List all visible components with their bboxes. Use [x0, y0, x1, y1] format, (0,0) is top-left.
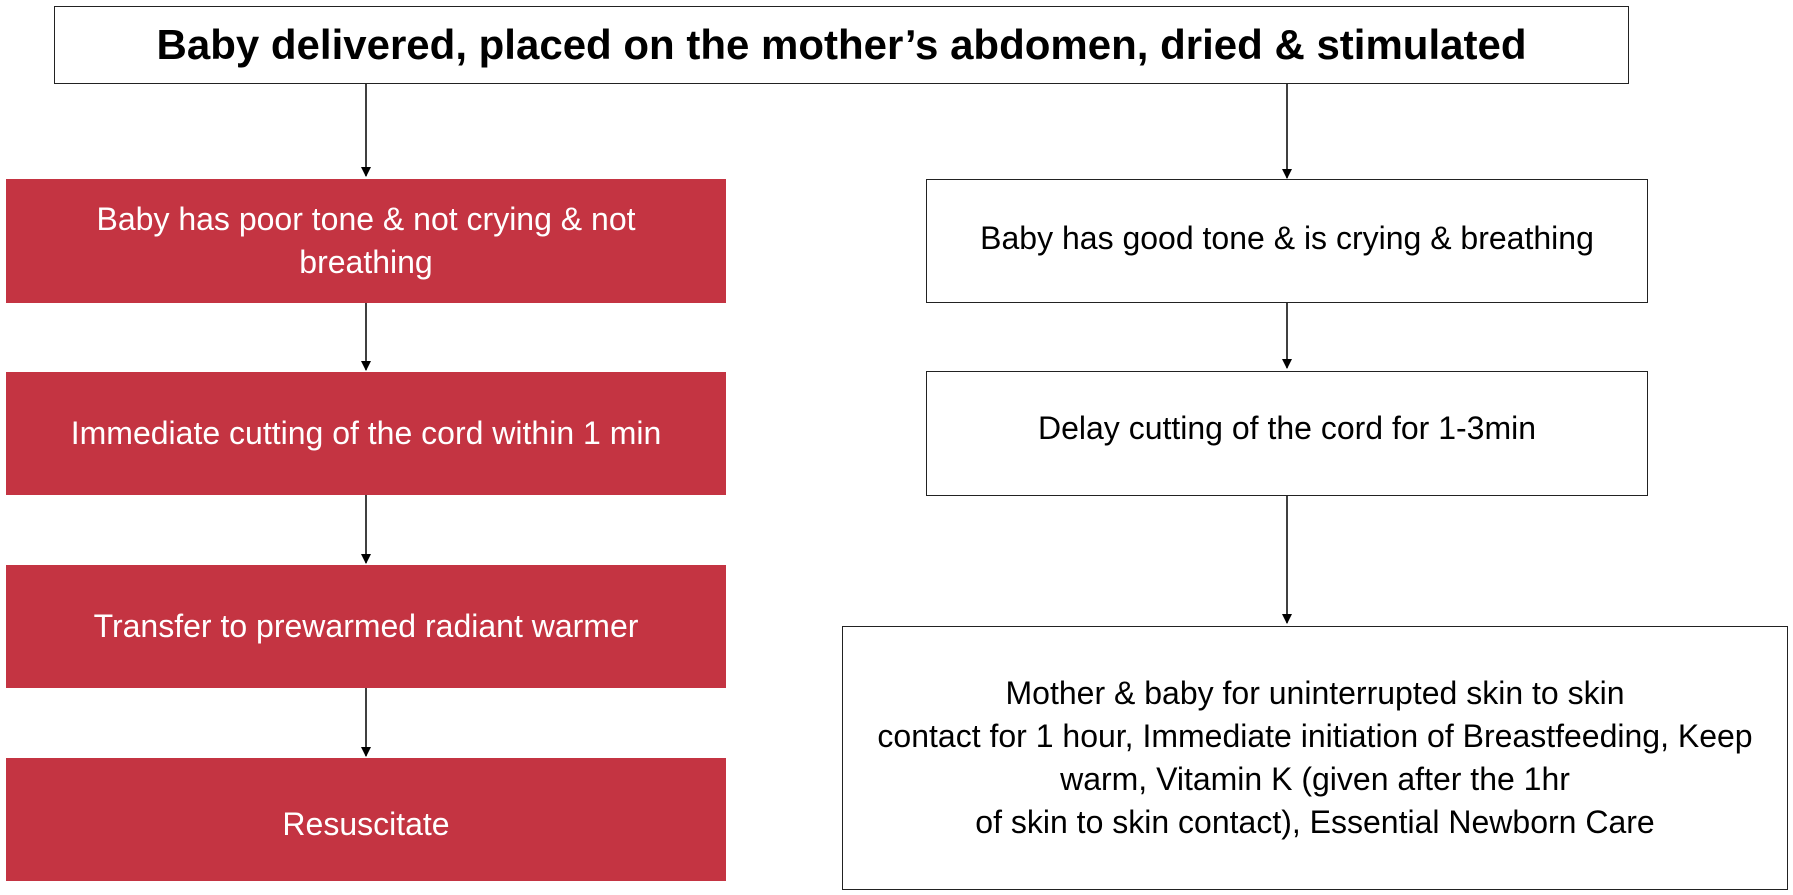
left-step-immediate-cord-cut-label: Immediate cutting of the cord within 1 m…: [70, 415, 662, 451]
left-step-resuscitate-label: Resuscitate: [282, 806, 450, 842]
skin-to-skin-line-3: warm, Vitamin K (given after the 1hr: [1060, 761, 1570, 797]
left-step-resuscitate: Resuscitate: [6, 758, 726, 881]
flowchart-title: Baby delivered, placed on the mother’s a…: [156, 21, 1527, 68]
left-step-radiant-warmer-label: Transfer to prewarmed radiant warmer: [93, 608, 639, 644]
right-step-skin-to-skin: Mother & baby for uninterrupted skin to …: [842, 626, 1788, 890]
right-step-good-tone-label: Baby has good tone & is crying & breathi…: [980, 219, 1594, 256]
left-step-immediate-cord-cut: Immediate cutting of the cord within 1 m…: [6, 372, 726, 495]
right-step-good-tone: Baby has good tone & is crying & breathi…: [926, 179, 1648, 303]
left-step-poor-tone: Baby has poor tone & not crying & not br…: [6, 179, 726, 303]
right-step-delay-cord-cut-label: Delay cutting of the cord for 1-3min: [1037, 410, 1536, 446]
skin-to-skin-line-1: Mother & baby for uninterrupted skin to …: [1005, 675, 1625, 711]
title-box: Baby delivered, placed on the mother’s a…: [54, 6, 1629, 84]
skin-to-skin-line-4: of skin to skin contact), Essential Newb…: [975, 804, 1655, 840]
left-step-poor-tone-label: Baby has poor tone & not crying & not br…: [96, 201, 636, 280]
left-step-radiant-warmer: Transfer to prewarmed radiant warmer: [6, 565, 726, 688]
right-step-delay-cord-cut: Delay cutting of the cord for 1-3min: [926, 371, 1648, 496]
skin-to-skin-line-2: contact for 1 hour, Immediate initiation…: [877, 718, 1753, 754]
